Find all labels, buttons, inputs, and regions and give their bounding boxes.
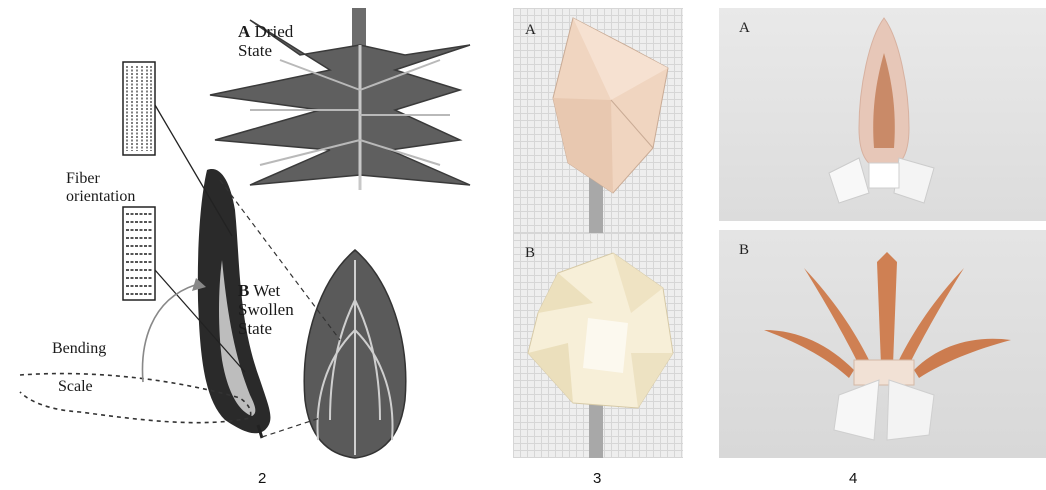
label-scale: Scale [58,378,93,396]
figure-2-panel: A Dried State B Wet Swollen State Fiber … [0,0,500,465]
label-3b: B [525,245,535,262]
figure-3-panel: A B [513,8,683,458]
caption-4: 4 [849,470,857,487]
label-3a: A [525,22,536,39]
caption-3: 3 [593,470,601,487]
label-fiber-orientation: Fiber orientation [66,170,135,206]
caption-2: 2 [258,470,266,487]
figure-4-panel: A B [719,8,1046,458]
label-bending: Bending [52,340,106,358]
label-4a: A [739,20,750,37]
origami-photo-b: B [513,233,683,458]
origami-photo-a: A [513,8,683,233]
flower-photo-a: A [719,8,1046,221]
flower-photo-b: B [719,230,1046,458]
fiber-box-bottom [123,207,155,300]
label-wet-state: B Wet Swollen State [238,281,294,338]
fiber-box-top [123,62,155,155]
label-4b: B [739,242,749,259]
label-dried-state: A Dried State [238,22,293,60]
wet-pine-cone-image [304,250,406,458]
